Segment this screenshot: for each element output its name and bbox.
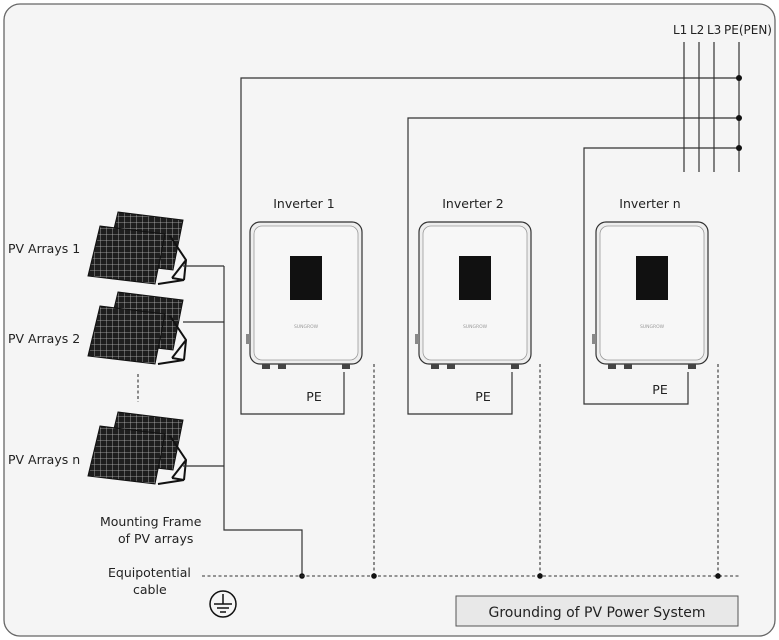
mounting-frame-label-1: Mounting Frame <box>100 514 202 529</box>
inverter-2-pe-label: PE <box>475 389 491 404</box>
inverter-brand: SUNGROW <box>463 324 488 330</box>
equipotential-label-1: Equipotential <box>108 565 191 580</box>
pv-array-1-label: PV Arrays 1 <box>8 241 80 256</box>
pv-array-n-label: PV Arrays n <box>8 452 80 467</box>
bus-label-l3: L3 <box>707 23 721 37</box>
inverter-1: SUNGROW <box>245 221 363 370</box>
inverter-n: SUNGROW <box>591 221 709 370</box>
mounting-frame-label-2: of PV arrays <box>118 531 193 546</box>
caption-text: Grounding of PV Power System <box>489 605 706 621</box>
inverter-2: SUNGROW <box>414 221 532 370</box>
pe-feeder-wires <box>240 75 742 415</box>
inverter-1-label: Inverter 1 <box>273 196 335 211</box>
caption-box <box>455 595 739 627</box>
pv-array-2-label: PV Arrays 2 <box>8 331 80 346</box>
inverter-brand: SUNGROW <box>640 324 665 330</box>
bus-label-l2: L2 <box>690 23 704 37</box>
inverter-1-pe-label: PE <box>306 389 322 404</box>
mounting-frame-wires <box>183 265 305 579</box>
outer-frame <box>3 3 776 637</box>
bus-label-pe: PE(PEN) <box>724 23 772 37</box>
inverter-n-label: Inverter n <box>619 196 680 211</box>
ground-symbol-icon <box>209 590 237 618</box>
inverter-brand: SUNGROW <box>294 324 319 330</box>
inverter-2-label: Inverter 2 <box>442 196 504 211</box>
inverter-n-pe-label: PE <box>652 382 668 397</box>
equipotential-cable <box>202 364 740 579</box>
bus-label-l1: L1 <box>673 23 687 37</box>
bus-bars <box>683 42 740 172</box>
equipotential-label-2: cable <box>133 582 167 597</box>
